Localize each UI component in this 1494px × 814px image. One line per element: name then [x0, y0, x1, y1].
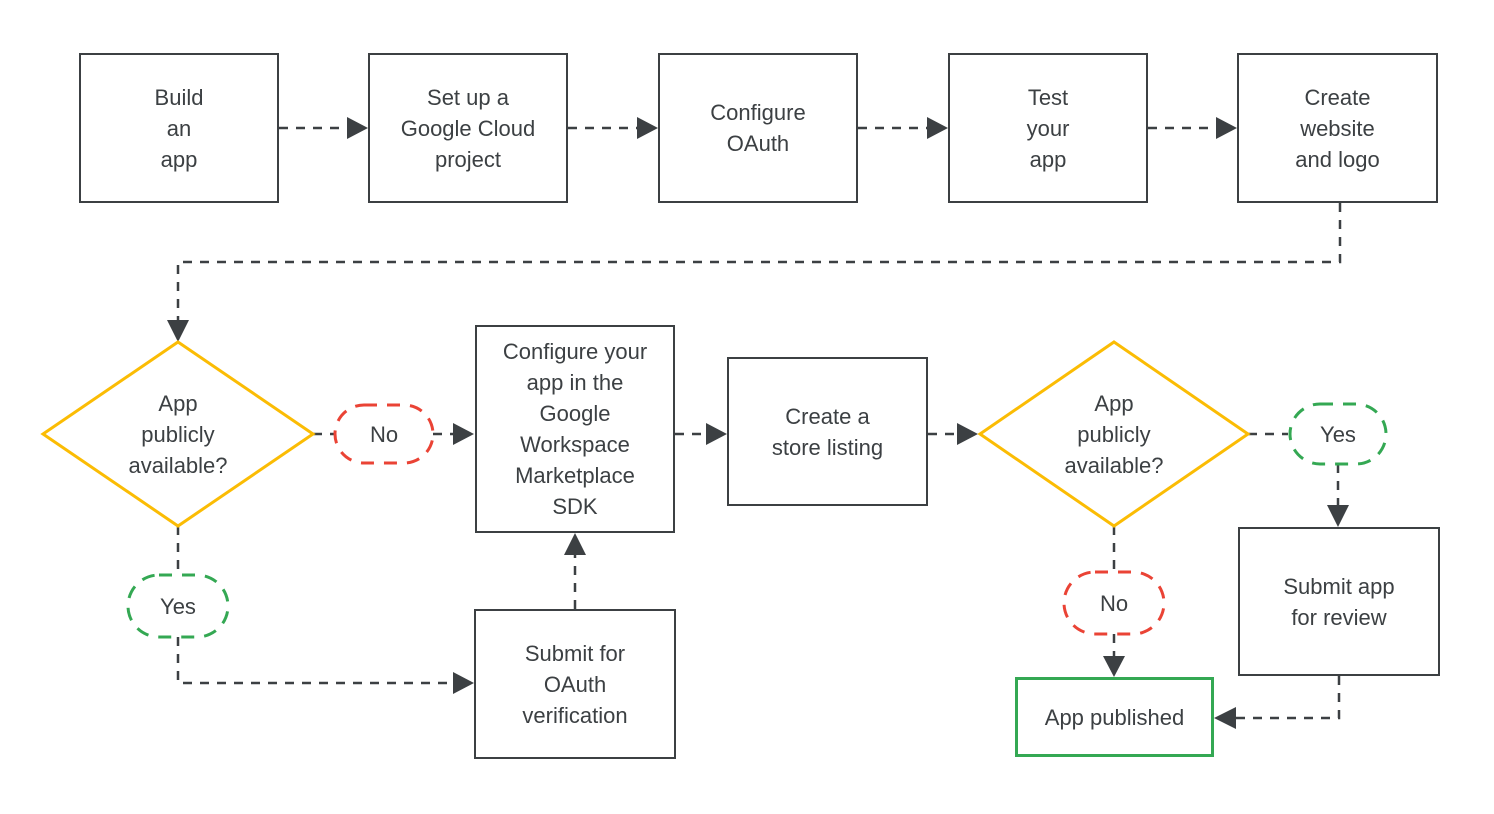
process-step-build-app: Build an app [79, 53, 279, 203]
branch-label-yes-2: Yes [1320, 421, 1356, 447]
arrowhead-into-review [1327, 505, 1349, 527]
decision-label-app-publicly-available-1: App publicly available? [128, 390, 228, 478]
process-step-test-your-app: Test your app [948, 53, 1148, 203]
decision-diamond-1 [40, 340, 316, 528]
branch-label-no-1: No [369, 421, 399, 447]
branch-oval-yes-1 [126, 573, 230, 639]
arrowhead-into-sdk [453, 423, 474, 445]
arrowhead-oauth-to-test [927, 117, 948, 139]
arrowhead-into-published-top [1103, 656, 1125, 677]
arrowhead-into-published-right [1214, 707, 1236, 729]
arrowhead-build-to-project [347, 117, 368, 139]
branch-oval-yes-2 [1288, 402, 1388, 466]
process-step-submit-app-for-review: Submit app for review [1238, 527, 1440, 676]
process-step-create-website-and-logo: Create website and logo [1237, 53, 1438, 203]
arrowhead-into-decision1 [167, 320, 189, 342]
branch-oval-no-2 [1062, 570, 1166, 636]
terminal-app-published: App published [1015, 677, 1214, 757]
connector-review-to-published [1236, 676, 1341, 720]
decision-label-app-publicly-available-2: App publicly available? [1064, 390, 1164, 478]
process-step-setup-google-cloud-project: Set up a Google Cloud project [368, 53, 568, 203]
process-step-submit-oauth-verification: Submit for OAuth verification [474, 609, 676, 759]
branch-label-no-2: No [1099, 590, 1129, 616]
arrowhead-into-sdk-bottom [564, 533, 586, 555]
branch-label-yes-1: Yes [160, 593, 196, 619]
arrowhead-into-verification [453, 672, 474, 694]
connector-website-to-decision1 [176, 203, 1342, 320]
arrowhead-test-to-website [1216, 117, 1237, 139]
arrowhead-into-store [706, 423, 727, 445]
arrowhead-into-decision2 [957, 423, 978, 445]
arrowhead-project-to-oauth [637, 117, 658, 139]
connector-yes1-to-verification [176, 637, 453, 685]
decision-diamond-2 [977, 340, 1251, 528]
process-step-configure-oauth: Configure OAuth [658, 53, 858, 203]
process-step-create-store-listing: Create a store listing [727, 357, 928, 506]
branch-oval-no-1 [333, 403, 435, 465]
process-step-configure-marketplace-sdk: Configure your app in the Google Workspa… [475, 325, 675, 533]
